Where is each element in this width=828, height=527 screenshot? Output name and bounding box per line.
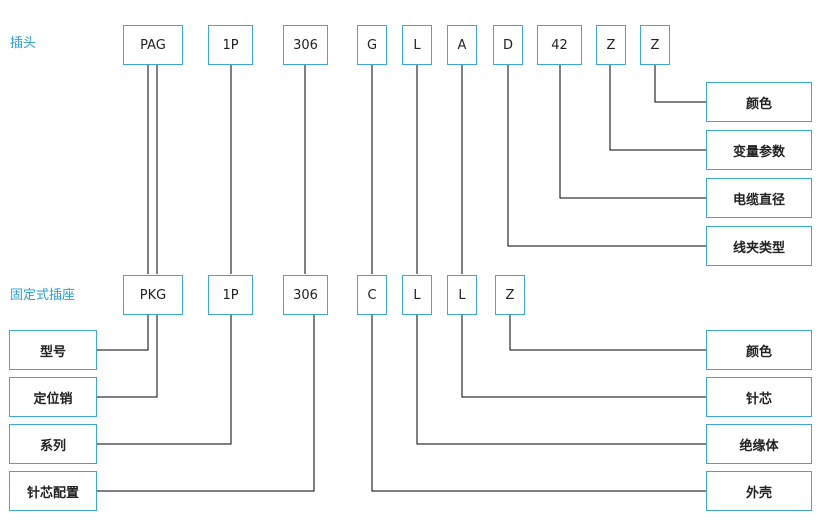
socket-code-model: PKG: [123, 275, 183, 315]
plug-tag-variable-param: 变量参数: [706, 130, 812, 170]
plug-row-label: 插头: [10, 36, 37, 51]
plug-code-series: 1P: [208, 25, 253, 65]
plug-code-insulator: L: [402, 25, 432, 65]
plug-code-variable: Z: [596, 25, 626, 65]
plug-code-pin-config: 306: [283, 25, 328, 65]
socket-tag-model: 型号: [9, 330, 97, 370]
plug-code-clamp-type: D: [493, 25, 523, 65]
socket-code-series: 1P: [208, 275, 253, 315]
plug-code-shell: G: [357, 25, 387, 65]
socket-tag-insulator: 绝缘体: [706, 424, 812, 464]
socket-tag-series: 系列: [9, 424, 97, 464]
plug-tag-cable-diameter: 电缆直径: [706, 178, 812, 218]
socket-tag-color: 颜色: [706, 330, 812, 370]
socket-tag-pin-config: 针芯配置: [9, 471, 97, 511]
socket-tag-pin: 针芯: [706, 377, 812, 417]
socket-code-color: Z: [495, 275, 525, 315]
socket-tag-locating-pin: 定位销: [9, 377, 97, 417]
plug-code-cable-diameter: 42: [537, 25, 582, 65]
socket-code-insulator: L: [402, 275, 432, 315]
plug-tag-color: 颜色: [706, 82, 812, 122]
socket-code-pin: L: [447, 275, 477, 315]
socket-row-label: 固定式插座: [10, 288, 76, 303]
plug-tag-clamp-type: 线夹类型: [706, 226, 812, 266]
plug-code-color: Z: [640, 25, 670, 65]
socket-code-pin-config: 306: [283, 275, 328, 315]
plug-code-model: PAG: [123, 25, 183, 65]
socket-tag-shell: 外壳: [706, 471, 812, 511]
plug-code-pin: A: [447, 25, 477, 65]
socket-code-shell: C: [357, 275, 387, 315]
